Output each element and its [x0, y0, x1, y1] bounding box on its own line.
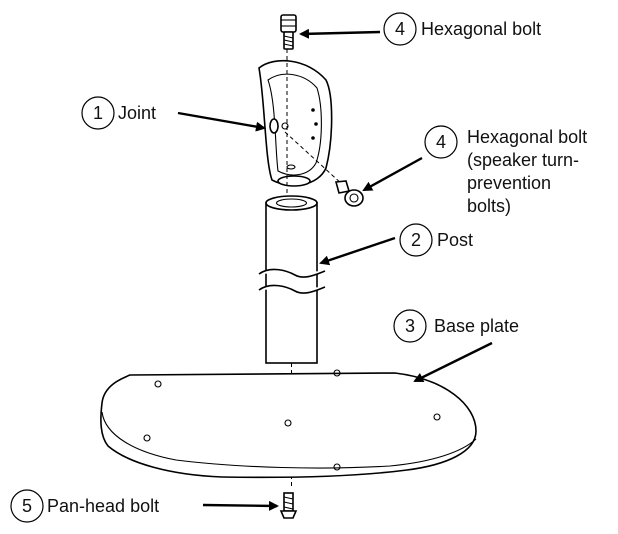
top-hexagonal-bolt [280, 14, 297, 50]
pan-head-bolt [279, 492, 298, 519]
callout-number-circle [81, 96, 115, 130]
callout-pan-head-bolt: 5 Pan-head bolt [10, 489, 159, 523]
callout-number-circle [393, 309, 427, 343]
callout-post: 2 Post [399, 223, 473, 257]
base-plate [100, 369, 477, 479]
callout-number-circle [399, 223, 433, 257]
callout-label-line-1: Hexagonal bolt [467, 127, 587, 147]
callout-label: Post [437, 230, 473, 250]
callout-label: Base plate [434, 316, 519, 336]
callout-label: Hexagonal bolt [421, 19, 541, 39]
post [258, 195, 326, 488]
callout-number-circle [10, 489, 44, 523]
callout-number: 3 [405, 316, 415, 336]
callout-label: Pan-head bolt [47, 496, 159, 516]
callout-base-plate: 3 Base plate [393, 309, 519, 343]
callout-number-circle [383, 12, 417, 46]
side-hexagonal-bolt [334, 180, 364, 207]
callout-number: 5 [22, 496, 32, 516]
callout-number-circle [424, 125, 458, 159]
callout-label-line-3: prevention [467, 173, 551, 193]
callout-hexagonal-bolt-top: 4 Hexagonal bolt [383, 12, 541, 46]
callout-label-line-2: (speaker turn- [467, 150, 579, 170]
callout-label: Joint [118, 103, 156, 123]
leader-arrows [177, 28, 493, 511]
callout-number: 2 [411, 230, 421, 250]
callout-hexagonal-bolt-side: 4 Hexagonal bolt (speaker turn- preventi… [424, 125, 587, 216]
callout-number: 4 [395, 19, 405, 39]
callout-number: 1 [93, 103, 103, 123]
callout-joint: 1 Joint [81, 96, 156, 130]
callout-label-line-4: bolts) [467, 196, 511, 216]
callout-number: 4 [436, 132, 446, 152]
joint-bracket [258, 49, 344, 200]
